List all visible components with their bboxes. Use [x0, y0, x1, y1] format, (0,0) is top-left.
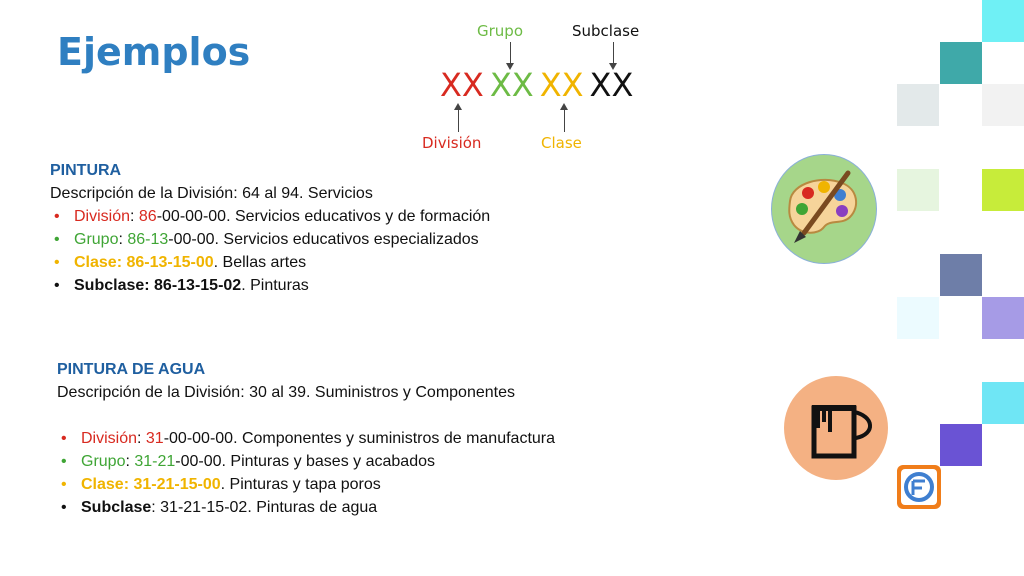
list-item-clase: Clase: 86-13-15-00. Bellas artes: [50, 251, 490, 274]
section-heading: PINTURA DE AGUA: [57, 361, 206, 378]
decor-square: [897, 169, 939, 211]
arrow-subclase: [613, 42, 614, 64]
brand-logo-icon: [897, 465, 941, 509]
arrow-clase: [564, 108, 565, 132]
list-item-grupo: Grupo: 31-21-00-00. Pinturas y bases y a…: [57, 450, 555, 473]
decor-square: [940, 424, 982, 466]
code-part-division: XX: [440, 66, 484, 104]
code-label-grupo: Grupo: [477, 22, 523, 40]
code-part-clase: XX: [539, 66, 584, 104]
decor-square: [940, 254, 982, 296]
decor-square: [982, 84, 1024, 126]
code-label-division: División: [422, 134, 482, 152]
decor-square: [982, 382, 1024, 424]
section-description: Descripción de la División: 64 al 94. Se…: [50, 185, 373, 202]
arrow-division: [458, 108, 459, 132]
decor-square: [982, 0, 1024, 42]
paint-bucket-icon: [784, 376, 888, 480]
arrow-division-head: [454, 103, 462, 110]
arrow-subclase-head: [609, 63, 617, 70]
decor-square: [982, 169, 1024, 211]
list-item-grupo: Grupo: 86-13-00-00. Servicios educativos…: [50, 228, 490, 251]
code-part-subclase: XX: [589, 66, 634, 104]
list-item-clase: Clase: 31-21-15-00. Pinturas y tapa poro…: [57, 473, 555, 496]
section-heading: PINTURA: [50, 162, 122, 179]
decor-square: [940, 42, 982, 84]
page-title: Ejemplos: [57, 30, 251, 74]
code-part-grupo: XX: [489, 66, 534, 104]
code-label-subclase: Subclase: [572, 22, 640, 40]
section-description: Descripción de la División: 30 al 39. Su…: [57, 384, 515, 401]
code-label-clase: Clase: [541, 134, 582, 152]
palette-icon: [771, 154, 877, 264]
decor-square: [897, 84, 939, 126]
section-pintura: PINTURA Descripción de la División: 64 a…: [50, 159, 490, 297]
list-item-subclase: Subclase: 31-21-15-02. Pinturas de agua: [57, 496, 555, 519]
list-item-division: División: 86-00-00-00. Servicios educati…: [50, 205, 490, 228]
arrow-clase-head: [560, 103, 568, 110]
arrow-grupo-head: [506, 63, 514, 70]
decor-square: [897, 297, 939, 339]
list-item-division: División: 31-00-00-00. Componentes y sum…: [57, 427, 555, 450]
section-pintura-agua: PINTURA DE AGUA Descripción de la Divisi…: [57, 358, 555, 519]
list-item-subclase: Subclase: 86-13-15-02. Pinturas: [50, 274, 490, 297]
decor-square: [982, 297, 1024, 339]
arrow-grupo: [510, 42, 511, 64]
